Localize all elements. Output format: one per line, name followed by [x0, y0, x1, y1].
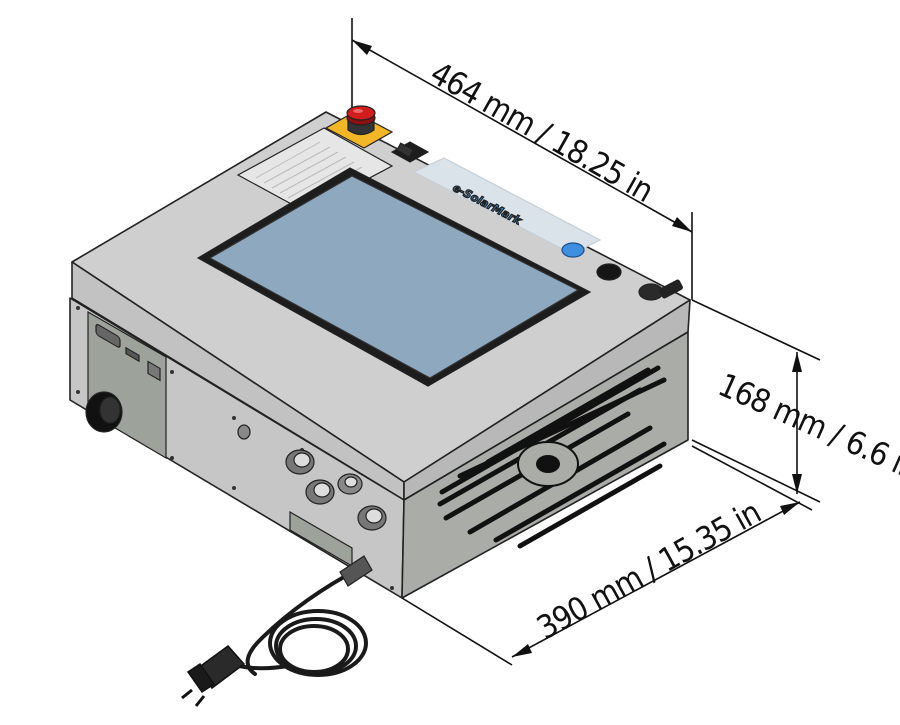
- height-dimension-label: 168 mm / 6.6 in: [713, 366, 900, 488]
- ethernet-port[interactable]: [147, 360, 161, 382]
- display-screen[interactable]: [208, 175, 580, 379]
- dimension-depth: [401, 445, 813, 666]
- small-port[interactable]: [237, 424, 251, 440]
- label-plate: [236, 127, 394, 213]
- cable-gland-1[interactable]: [285, 449, 315, 475]
- dimension-width: [351, 18, 693, 300]
- blue-button[interactable]: [561, 242, 585, 258]
- brand-strip: [412, 157, 602, 255]
- depth-dimension-label: 390 mm / 15.35 in: [530, 493, 766, 647]
- cable-gland-3[interactable]: [337, 473, 363, 495]
- dimension-height: [691, 299, 821, 503]
- round-connector[interactable]: [85, 391, 123, 433]
- connector-panel: [76, 306, 394, 590]
- db9-port[interactable]: [95, 323, 121, 348]
- power-plug-icon[interactable]: [181, 644, 246, 707]
- cable-gland-4[interactable]: [357, 505, 387, 531]
- emergency-stop-icon[interactable]: [346, 105, 376, 136]
- power-cable: [224, 566, 368, 677]
- usb-port[interactable]: [125, 346, 140, 363]
- cable-strain-relief: [339, 555, 373, 587]
- key-switch[interactable]: [638, 279, 683, 301]
- cable-gland-2[interactable]: [305, 479, 335, 505]
- panel-screws: [76, 306, 394, 590]
- black-knob[interactable]: [596, 263, 622, 281]
- vent-center-hub: [517, 441, 579, 487]
